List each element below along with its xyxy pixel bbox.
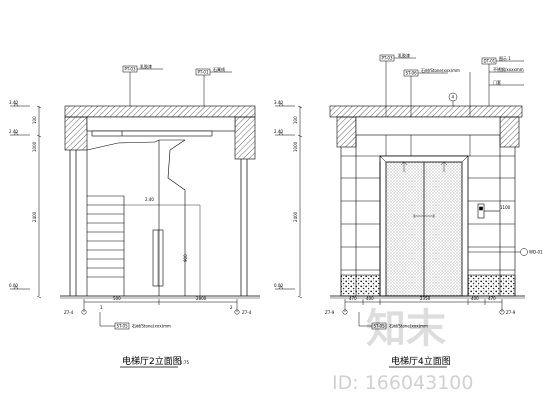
right-vdim-2: 1000 bbox=[293, 141, 298, 152]
right-vdim-3: 2400 bbox=[293, 211, 298, 222]
right-floor-band bbox=[330, 274, 525, 299]
right-bottom-tag-text: 石材/Stone(xxx)mm bbox=[389, 323, 428, 329]
left-bottom-dim-1: 500 bbox=[113, 296, 121, 301]
right-grid-label-1: Z7-9 bbox=[325, 310, 335, 315]
left-ceiling-slab bbox=[64, 105, 256, 160]
left-tag-2-code: PT-01 bbox=[198, 70, 209, 75]
right-elevation: PT-03 乳胶漆 ST-06 石材/Stone(xxx)mm DT-01 图示… bbox=[274, 52, 543, 368]
right-side-note-2: 门套 bbox=[493, 79, 501, 85]
right-tag-2-code: ST-06 bbox=[406, 71, 418, 76]
right-grid-label-2: Z7-9 bbox=[506, 310, 516, 315]
right-bottom-dim-3: 2350 bbox=[420, 296, 431, 301]
left-material-tags bbox=[122, 65, 232, 106]
left-grid-label-2: Z7-4 bbox=[242, 310, 252, 315]
right-tag-3-code: DT-01 bbox=[484, 59, 496, 64]
left-level-1: 3.40 bbox=[9, 100, 18, 105]
left-bottom-tag-text: 石材/Stone(xxx)mm bbox=[132, 323, 171, 329]
left-vdim-2: 1000 bbox=[32, 141, 37, 152]
right-level-2: 2.40 bbox=[274, 129, 283, 134]
left-bottom-dimensions bbox=[81, 299, 240, 330]
left-bottom-dim-2: 2800 bbox=[196, 296, 207, 301]
right-tag-3-text: 图示 1 bbox=[499, 55, 511, 61]
call-button-panel bbox=[477, 203, 500, 219]
right-bottom-dim-1: 470 bbox=[349, 296, 357, 301]
left-elevation-scale: 1:75 bbox=[180, 360, 189, 365]
left-elevation-title: 电梯厅2立面图 bbox=[122, 355, 182, 367]
right-side-tag bbox=[468, 248, 528, 256]
right-bottom-dim-2: 400 bbox=[366, 296, 374, 301]
right-level-1: 3.40 bbox=[274, 100, 283, 105]
right-tag-2-text: 石材/Stone(xxx)mm bbox=[421, 67, 460, 73]
left-stair-opening bbox=[86, 139, 201, 296]
right-vdim-1: 100 bbox=[293, 116, 298, 124]
right-top-marker: 4 bbox=[452, 95, 455, 100]
left-bottom-tag-code: ST-05 bbox=[117, 324, 129, 329]
right-side-note-1: 不锈钢/xxxxmm bbox=[493, 66, 524, 72]
right-ceiling-slab bbox=[329, 105, 523, 148]
watermark-brand: 知末 bbox=[366, 306, 446, 352]
left-level-marks bbox=[10, 102, 42, 299]
watermark: 知末 ID: 166043100 bbox=[332, 306, 473, 394]
left-vdim-1: 100 bbox=[32, 116, 37, 124]
right-level-marks bbox=[275, 102, 303, 299]
left-grid-label-1: Z7-4 bbox=[64, 310, 74, 315]
right-elevation-title: 电梯厅4立面图 bbox=[391, 355, 451, 367]
left-tag-2-text: 石膏线 bbox=[213, 66, 225, 72]
right-tag-1-text: 乳胶漆 bbox=[398, 52, 410, 58]
left-elevation: PT-03 乳胶漆 PT-01 石膏线 bbox=[9, 63, 260, 368]
left-stair-mark: 2.40 bbox=[145, 197, 154, 202]
left-wall-outline bbox=[60, 150, 260, 299]
left-tag-1-text: 乳胶漆 bbox=[140, 63, 152, 69]
elevator-door bbox=[379, 155, 469, 297]
right-level-3: 0.00 bbox=[274, 283, 283, 288]
left-rail-dim: 900 bbox=[183, 254, 188, 262]
right-wall-panels bbox=[340, 147, 516, 296]
right-button-dim: 1100 bbox=[500, 205, 511, 210]
left-level-2: 2.40 bbox=[9, 129, 18, 134]
left-level-3: 0.00 bbox=[9, 283, 18, 288]
door-annotations bbox=[400, 161, 448, 218]
right-bottom-tag-code: ST-05 bbox=[374, 324, 386, 329]
right-tag-1-code: PT-03 bbox=[382, 56, 393, 61]
right-bottom-dimensions bbox=[342, 299, 505, 330]
left-grid-marker-2: 2 bbox=[230, 305, 233, 310]
right-bottom-dim-5: 470 bbox=[488, 296, 496, 301]
left-grid-marker-1: 1 bbox=[100, 305, 103, 310]
left-vdim-3: 2400 bbox=[32, 211, 37, 222]
right-side-tag-code: WD-01 bbox=[529, 250, 543, 255]
left-tag-1-code: PT-03 bbox=[125, 67, 136, 72]
right-bottom-dim-4: 400 bbox=[471, 296, 479, 301]
watermark-id: ID: 166043100 bbox=[332, 372, 473, 394]
